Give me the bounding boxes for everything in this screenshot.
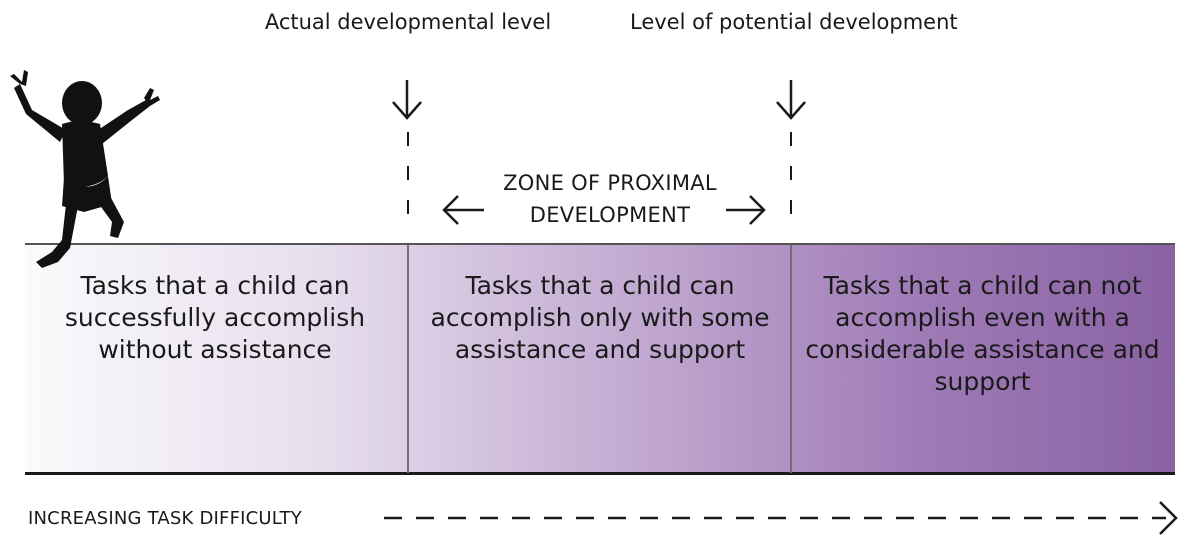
task-difficulty-band <box>25 244 1175 474</box>
actual-level-divider <box>407 245 409 473</box>
zpd-left-arrow-icon <box>442 195 484 225</box>
zpd-label-line-2: DEVELOPMENT <box>529 203 691 227</box>
potential-level-divider <box>790 245 792 473</box>
band-bottom-line <box>25 472 1175 475</box>
potential-level-down-arrow-icon <box>776 80 806 120</box>
actual-level-down-arrow-icon <box>392 80 422 120</box>
zone-independent-text: Tasks that a child can successfully acco… <box>64 271 366 364</box>
potential-development-level-label: Level of potential development <box>630 10 958 34</box>
child-silhouette-icon <box>10 70 160 268</box>
band-top-line <box>25 243 1175 245</box>
zpd-right-arrow-icon <box>726 195 766 225</box>
difficulty-arrowhead-icon <box>1159 501 1178 535</box>
zone-proximal-text: Tasks that a child can accomplish only w… <box>430 271 770 364</box>
zpd-label-line-1: ZONE OF PROXIMAL <box>503 171 717 195</box>
actual-developmental-level-label: Actual developmental level <box>264 10 552 34</box>
axis-label: INCREASING TASK DIFFICULTY <box>28 508 302 529</box>
zpd-label: ZONE OF PROXIMAL DEVELOPMENT <box>440 167 780 231</box>
zone-beyond-reach-text: Tasks that a child can not accomplish ev… <box>805 271 1160 396</box>
